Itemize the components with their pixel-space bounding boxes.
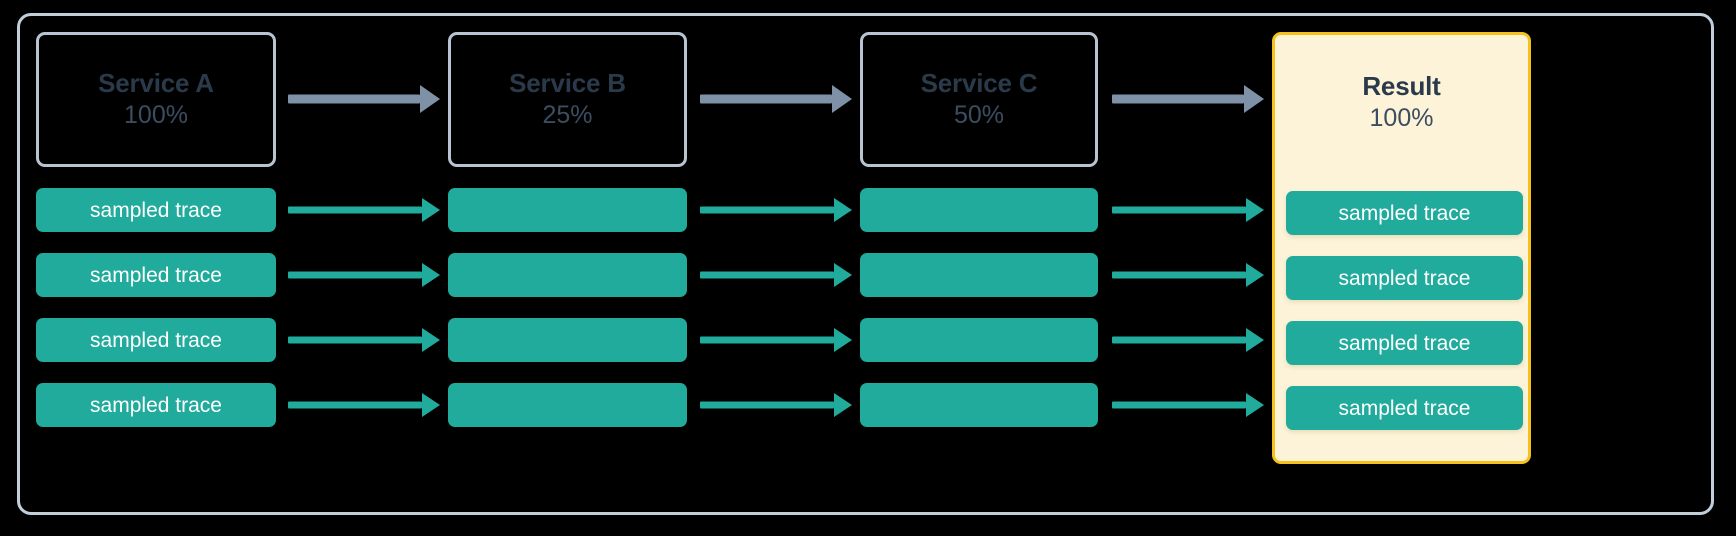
trace-label: sampled trace <box>90 393 222 417</box>
trace-label: sampled trace <box>1338 266 1471 290</box>
trace-bar-b-3[interactable] <box>448 383 687 427</box>
arrow-c-to-result-header <box>1112 85 1264 113</box>
trace-label: sampled trace <box>90 263 222 287</box>
arrow-a-to-b-header <box>288 85 440 113</box>
service-box-a[interactable]: Service A 100% <box>36 32 276 167</box>
arrow-b-to-c-row-1 <box>700 261 852 289</box>
arrow-b-to-c-header <box>700 85 852 113</box>
arrow-b-to-c-row-3 <box>700 391 852 419</box>
trace-bar-c-3[interactable] <box>860 383 1098 427</box>
result-percent: 100% <box>1369 104 1434 133</box>
arrow-c-to-result-row-2 <box>1112 326 1264 354</box>
trace-bar-a-3[interactable]: sampled trace <box>36 383 276 427</box>
service-percent-c: 50% <box>953 101 1005 130</box>
arrow-a-to-b-row-2 <box>288 326 440 354</box>
trace-bar-result-1[interactable]: sampled trace <box>1286 256 1523 300</box>
trace-label: sampled trace <box>1338 396 1471 420</box>
trace-label: sampled trace <box>1338 331 1471 355</box>
service-percent-a: 100% <box>124 101 188 130</box>
trace-bar-b-0[interactable] <box>448 188 687 232</box>
result-card[interactable]: Result 100% sampled trace sampled trace … <box>1272 32 1531 464</box>
arrow-a-to-b-row-0 <box>288 196 440 224</box>
service-name-b: Service B <box>509 67 626 98</box>
trace-bar-a-0[interactable]: sampled trace <box>36 188 276 232</box>
arrow-c-to-result-row-0 <box>1112 196 1264 224</box>
trace-label: sampled trace <box>90 328 222 352</box>
service-box-c[interactable]: Service C 50% <box>860 32 1098 167</box>
arrow-b-to-c-row-2 <box>700 326 852 354</box>
result-title: Result <box>1362 70 1441 101</box>
service-box-b[interactable]: Service B 25% <box>448 32 687 167</box>
arrow-a-to-b-row-1 <box>288 261 440 289</box>
trace-bar-result-2[interactable]: sampled trace <box>1286 321 1523 365</box>
trace-label: sampled trace <box>90 198 222 222</box>
service-name-c: Service C <box>920 67 1038 98</box>
trace-bar-c-2[interactable] <box>860 318 1098 362</box>
result-header: Result 100% <box>1275 35 1528 170</box>
trace-bar-b-2[interactable] <box>448 318 687 362</box>
outer-container-frame <box>17 13 1714 515</box>
trace-bar-result-0[interactable]: sampled trace <box>1286 191 1523 235</box>
service-percent-b: 25% <box>542 101 593 130</box>
service-name-a: Service A <box>98 67 214 98</box>
trace-bar-result-3[interactable]: sampled trace <box>1286 386 1523 430</box>
arrow-c-to-result-row-1 <box>1112 261 1264 289</box>
trace-bar-c-0[interactable] <box>860 188 1098 232</box>
trace-bar-a-1[interactable]: sampled trace <box>36 253 276 297</box>
trace-bar-a-2[interactable]: sampled trace <box>36 318 276 362</box>
trace-bar-c-1[interactable] <box>860 253 1098 297</box>
arrow-c-to-result-row-3 <box>1112 391 1264 419</box>
trace-bar-b-1[interactable] <box>448 253 687 297</box>
arrow-a-to-b-row-3 <box>288 391 440 419</box>
arrow-b-to-c-row-0 <box>700 196 852 224</box>
trace-label: sampled trace <box>1338 201 1471 225</box>
